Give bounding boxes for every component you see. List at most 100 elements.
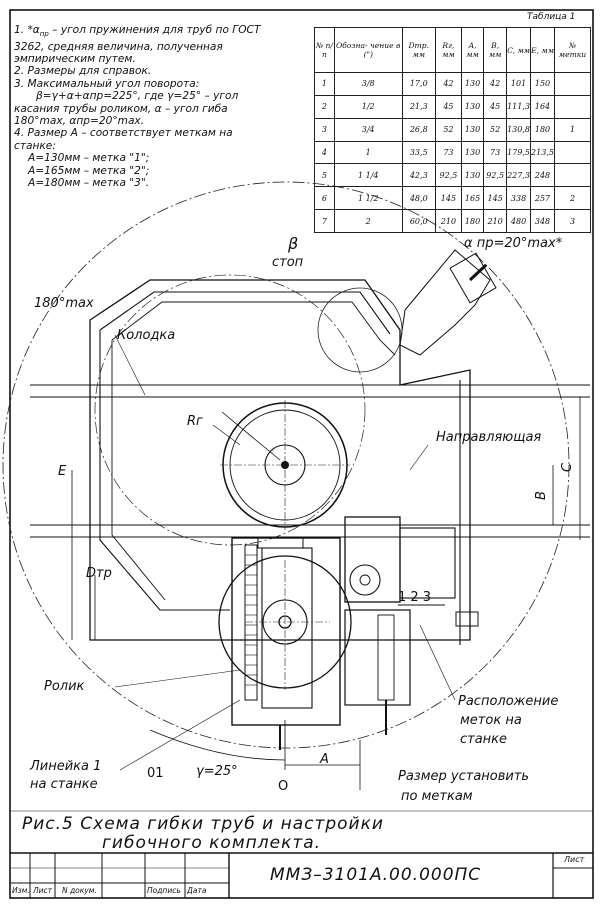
- note-4-mark1: А=130мм – метка "1";: [28, 152, 150, 165]
- table-cell: 145: [434, 186, 462, 211]
- label-raspolozhenie-2: меток на: [460, 713, 522, 728]
- table-cell: 3/4: [333, 117, 403, 142]
- note-1-line3: эмпирическим путем.: [14, 52, 136, 65]
- table-cell: 73: [483, 140, 508, 165]
- table-cell: 130,8: [506, 117, 532, 142]
- table-cell: 45: [483, 94, 508, 119]
- label-gamma: γ=25°: [196, 764, 238, 779]
- table-cell: 42,3: [401, 163, 436, 188]
- header-data: Дата: [187, 886, 207, 895]
- table-cell: 227,3: [506, 163, 532, 188]
- table-cell: 26,8: [401, 117, 436, 142]
- table-cell: 6: [314, 186, 335, 211]
- table-header-cell: A, мм: [460, 27, 485, 73]
- table-cell: 1: [333, 140, 403, 165]
- table-cell: 60,0: [401, 209, 436, 233]
- table-cell: 210: [483, 209, 508, 233]
- note-4-line2: станке:: [14, 139, 56, 152]
- table-cell: 145: [483, 186, 508, 211]
- caption-line-1: Рис.5 Схема гибки труб и настройки: [22, 814, 384, 834]
- label-stop: стоп: [272, 255, 304, 270]
- table-cell: 164: [530, 94, 555, 119]
- table-cell: 480: [506, 209, 532, 233]
- table-cell: 150: [530, 72, 555, 96]
- header-izm: Изм.: [12, 886, 30, 895]
- table-cell: 92,5: [483, 163, 508, 188]
- table-cell: 3: [553, 209, 592, 233]
- label-razmer-2: по меткам: [401, 789, 473, 804]
- title-block: ММЗ–3101А.00.000ПС Лист Изм. Лист N доку…: [10, 853, 593, 898]
- table-cell: 42: [483, 72, 508, 96]
- header-podpis: Подпись: [147, 886, 181, 895]
- table-cell: 1 1/2: [333, 186, 403, 211]
- label-rg: Rг: [187, 414, 203, 429]
- table-cell: 213,5: [530, 140, 555, 165]
- table-cell: 257: [530, 186, 555, 211]
- label-marks: 1 2 3: [398, 590, 432, 605]
- table-header-cell: № п/п: [314, 27, 335, 73]
- header-ndok: N докум.: [62, 886, 97, 895]
- table-cell: 2: [314, 94, 335, 119]
- table-cell: 52: [483, 117, 508, 142]
- label-180-max: 180°max: [34, 296, 94, 311]
- table-cell: 101: [506, 72, 532, 96]
- table-cell: 210: [434, 209, 462, 233]
- table-cell: 73: [434, 140, 462, 165]
- label-c: C: [560, 462, 576, 473]
- table-cell: 3/8: [333, 72, 403, 96]
- table-caption: Таблица 1: [527, 12, 576, 22]
- table-cell: 4: [314, 140, 335, 165]
- table-cell: 111,3: [506, 94, 532, 119]
- label-raspolozhenie: Расположение: [458, 694, 559, 709]
- table-cell: 33,5: [401, 140, 436, 165]
- table-header-cell: № метки: [553, 27, 592, 73]
- table-cell: 179,5: [506, 140, 532, 165]
- label-e: E: [58, 464, 67, 479]
- table-cell: 52: [434, 117, 462, 142]
- label-napravlyayushchaya: Направляющая: [436, 430, 542, 445]
- table-cell: 1: [553, 117, 592, 142]
- large-arc-circle: [2, 181, 570, 749]
- table-cell: 42: [434, 72, 462, 96]
- label-lineyka: Линейка 1: [30, 759, 102, 774]
- table-header-cell: Обозна- чение в ("): [333, 27, 403, 73]
- table-cell: [553, 163, 592, 188]
- table-header-cell: C, мм: [506, 27, 532, 73]
- table-cell: 21,3: [401, 94, 436, 119]
- sheet-label: Лист: [564, 855, 585, 864]
- table-cell: 1: [314, 72, 335, 96]
- table-cell: 165: [460, 186, 485, 211]
- figure-caption: Рис.5 Схема гибки труб и настройки гибоч…: [22, 815, 384, 853]
- header-list: Лист: [33, 886, 53, 895]
- table-cell: [553, 72, 592, 96]
- note-3-formula: β=γ+α+αпр=225°, где γ=25° – угол: [36, 90, 239, 103]
- label-o: O: [278, 779, 289, 794]
- table-cell: 130: [460, 72, 485, 96]
- table-cell: 1/2: [333, 94, 403, 119]
- table-cell: 130: [460, 94, 485, 119]
- table-cell: 180: [530, 117, 555, 142]
- table-cell: 130: [460, 140, 485, 165]
- table-cell: 3: [314, 117, 335, 142]
- label-beta: β: [288, 234, 299, 253]
- table-header-cell: E, мм: [530, 27, 555, 73]
- caption-line-2: гибочного комплекта.: [102, 833, 322, 853]
- note-3: 3. Максимальный угол поворота:: [14, 77, 200, 90]
- label-dtr: Dтр: [86, 566, 112, 581]
- table-cell: 2: [333, 209, 403, 233]
- table-cell: 130: [460, 163, 485, 188]
- label-a: A: [320, 752, 329, 767]
- table-cell: 45: [434, 94, 462, 119]
- sheet-frame: [9, 9, 594, 899]
- roller-carriage: [231, 537, 341, 726]
- label-razmer: Размер установить: [398, 769, 530, 784]
- note-1-line2: 3262, средняя величина, полученная: [14, 40, 223, 53]
- table-cell: 7: [314, 209, 335, 233]
- notes-block: 1. *αпр – угол пружинения для труб по ГО…: [14, 24, 314, 189]
